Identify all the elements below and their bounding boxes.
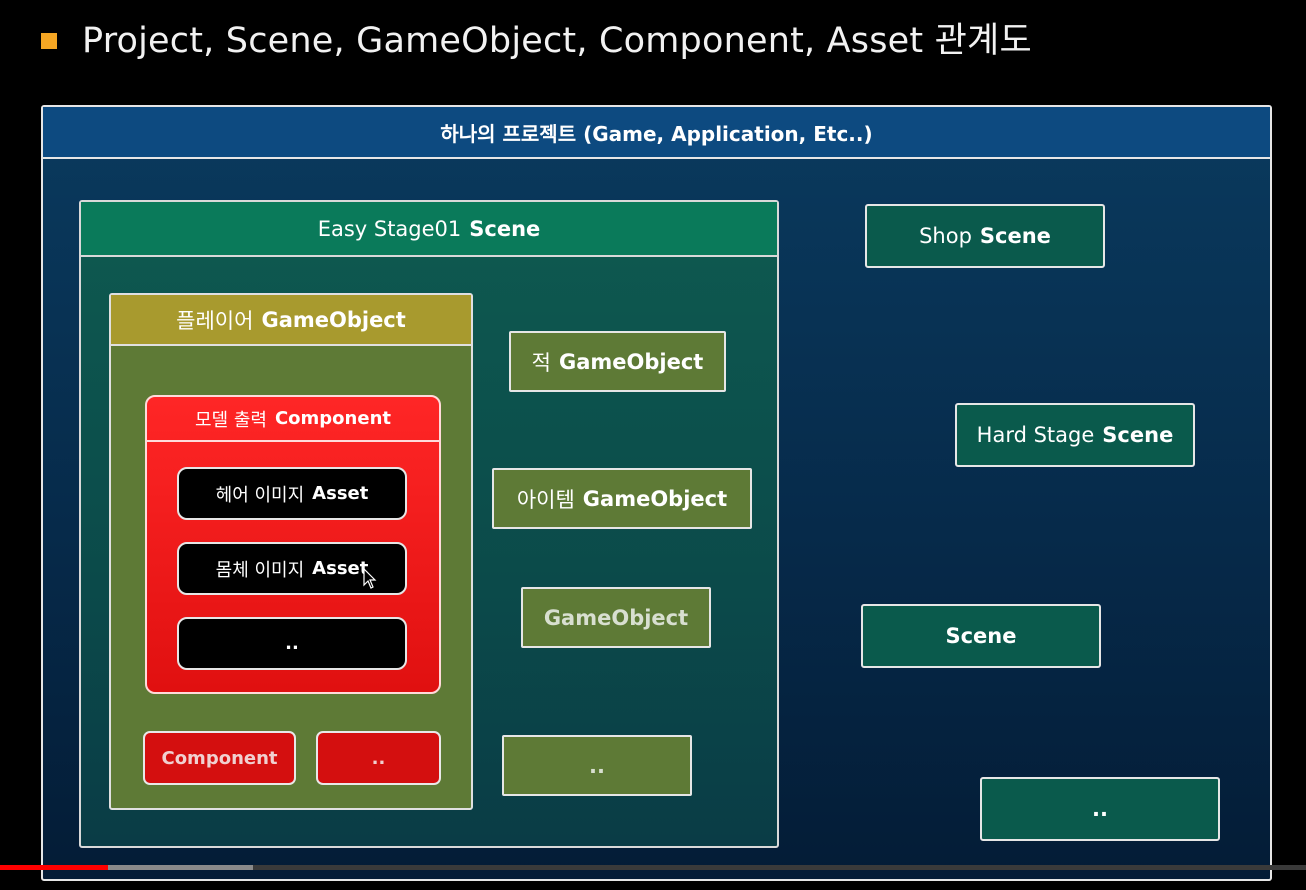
gameobject-type: GameObject — [558, 349, 704, 374]
scene-label: Shop — [919, 224, 972, 248]
scene-label: Easy Stage01 — [317, 216, 462, 241]
generic-gameobject: GameObject — [521, 587, 711, 648]
scene-type: Scene — [979, 224, 1051, 248]
scene-type: .. — [1092, 797, 1108, 821]
player-gameobject-header: 플레이어 GameObject — [111, 295, 471, 346]
component-label: 모델 출력 — [195, 409, 267, 431]
gameobject-type: .. — [589, 753, 605, 778]
body-image-asset: 몸체 이미지 Asset — [177, 542, 407, 595]
component-type: Component — [161, 747, 278, 769]
asset-label: 몸체 이미지 — [215, 559, 305, 581]
project-header: 하나의 프로젝트 (Game, Application, Etc..) — [43, 107, 1270, 159]
asset-type: Asset — [312, 483, 369, 504]
generic-scene: Scene — [861, 604, 1101, 668]
component-type: Component — [274, 408, 391, 429]
gameobject-label: 적 — [531, 350, 551, 375]
easy-stage-scene-header: Easy Stage01 Scene — [81, 202, 777, 257]
scene-type: Scene — [1102, 423, 1174, 447]
more-scenes: .. — [980, 777, 1220, 841]
slide-title: Project, Scene, GameObject, Component, A… — [82, 21, 1032, 61]
asset-type: Asset — [312, 558, 369, 579]
enemy-gameobject: 적 GameObject — [509, 331, 726, 392]
more-assets: .. — [177, 617, 407, 670]
scene-label: Hard Stage — [976, 423, 1095, 447]
gameobject-label: 아이템 — [516, 487, 575, 512]
model-output-component-header: 모델 출력 Component — [147, 397, 439, 442]
scene-type: Scene — [945, 624, 1017, 648]
asset-type: .. — [285, 633, 299, 654]
gameobject-type: GameObject — [261, 307, 406, 332]
component-type: .. — [371, 747, 386, 769]
video-progress-played — [0, 865, 108, 870]
mouse-cursor-icon — [363, 568, 377, 589]
gameobject-type: GameObject — [582, 486, 728, 511]
video-progress-loaded — [0, 865, 253, 870]
video-progress-bar[interactable] — [0, 865, 1306, 870]
title-bullet — [41, 33, 57, 49]
hair-image-asset: 헤어 이미지 Asset — [177, 467, 407, 520]
scene-type: Scene — [469, 216, 541, 241]
shop-scene: Shop Scene — [865, 204, 1105, 268]
hard-stage-scene: Hard Stage Scene — [955, 403, 1195, 467]
gameobject-label: 플레이어 — [176, 308, 254, 333]
player-component: Component — [143, 731, 296, 785]
more-gameobjects: .. — [502, 735, 692, 796]
gameobject-type: GameObject — [543, 605, 689, 630]
asset-label: 헤어 이미지 — [215, 484, 305, 506]
more-components: .. — [316, 731, 441, 785]
item-gameobject: 아이템 GameObject — [492, 468, 752, 529]
